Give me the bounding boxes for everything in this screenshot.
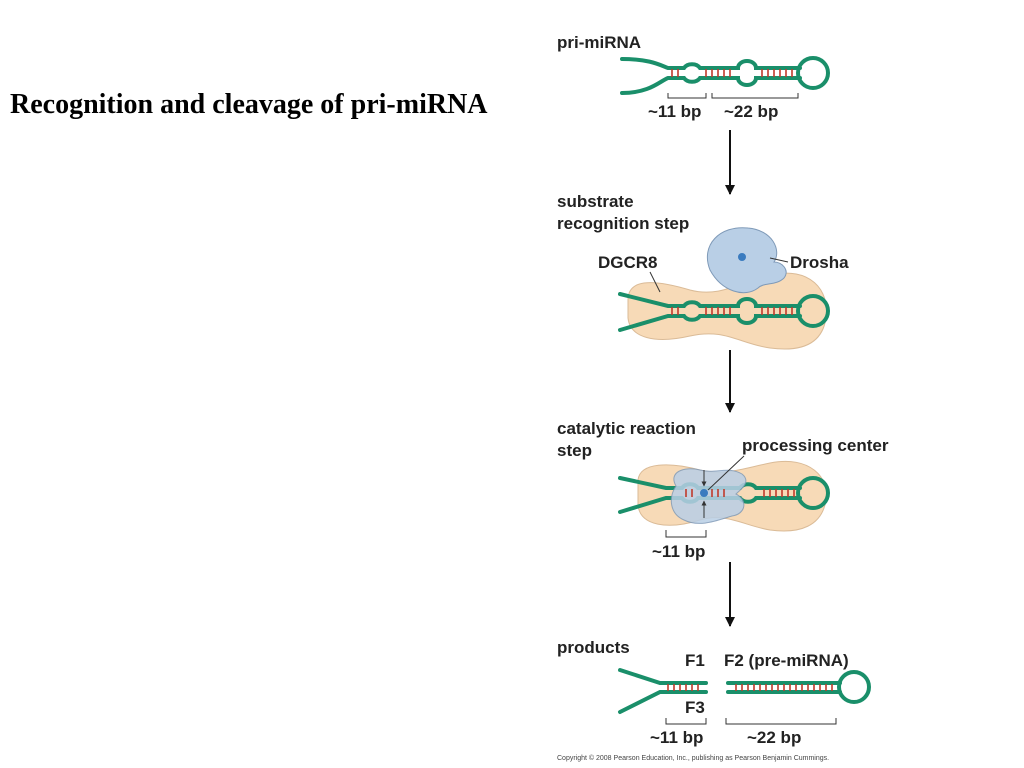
stage-catalytic-reaction: catalytic reaction step processing cente… [557,419,889,561]
recognition-base-pairs [671,307,793,315]
products-bracket-22bp-label: ~22 bp [747,728,801,747]
bracket-11bp-label: ~11 bp [648,102,701,121]
recognition-label-line1: substrate [557,192,634,211]
stage-pri-mirna: pri-miRNA ~11 bp ~22 bp [557,33,830,121]
f3-label: F3 [685,698,705,717]
products-label: products [557,638,630,657]
drosha-protein [706,227,787,294]
catalytic-label-line1: catalytic reaction [557,419,696,438]
products-bracket-22bp [725,718,837,725]
drosha-active-site [738,253,746,261]
catalytic-base-pairs [763,489,795,497]
dgcr8-label: DGCR8 [598,253,658,272]
pri-mirna-base-pairs [671,69,793,77]
fragment-f2-pre-mirna [726,670,871,704]
catalytic-bracket-label: ~11 bp [652,542,705,561]
catalytic-inner-base-pairs [685,489,725,497]
pri-mirna-hairpin [620,56,830,95]
f1-label: F1 [685,651,705,670]
bracket-22bp-label: ~22 bp [724,102,778,121]
catalytic-label-line2: step [557,441,592,460]
processing-center-label: processing center [742,436,889,455]
drosha-protein-catalytic [670,468,747,524]
stage-substrate-recognition: substrate recognition step DGCR8 Drosha [557,192,849,350]
slide-title: Recognition and cleavage of pri-miRNA [10,89,488,120]
bracket-22bp [711,93,799,99]
recognition-label-line2: recognition step [557,214,689,233]
catalytic-bracket-11bp [665,530,707,538]
pri-mirna-label: pri-miRNA [557,33,641,52]
dgcr8-pointer [649,271,661,293]
products-bracket-11bp-label: ~11 bp [650,728,703,747]
drosha-pointer [769,257,789,263]
copyright-notice: Copyright © 2008 Pearson Education, Inc.… [557,754,829,762]
processing-center-site [700,489,708,497]
products-bracket-11bp [665,718,707,725]
processing-center-pointer [707,455,745,491]
f2-label: F2 (pre-miRNA) [724,651,849,670]
bracket-11bp [667,93,707,99]
recognition-hairpin [618,292,830,332]
drosha-label: Drosha [790,253,849,272]
stage-products: products F1 F2 (pre-miRNA) F3 ~11 b [557,638,871,747]
fragment-f1-f3 [618,668,708,714]
